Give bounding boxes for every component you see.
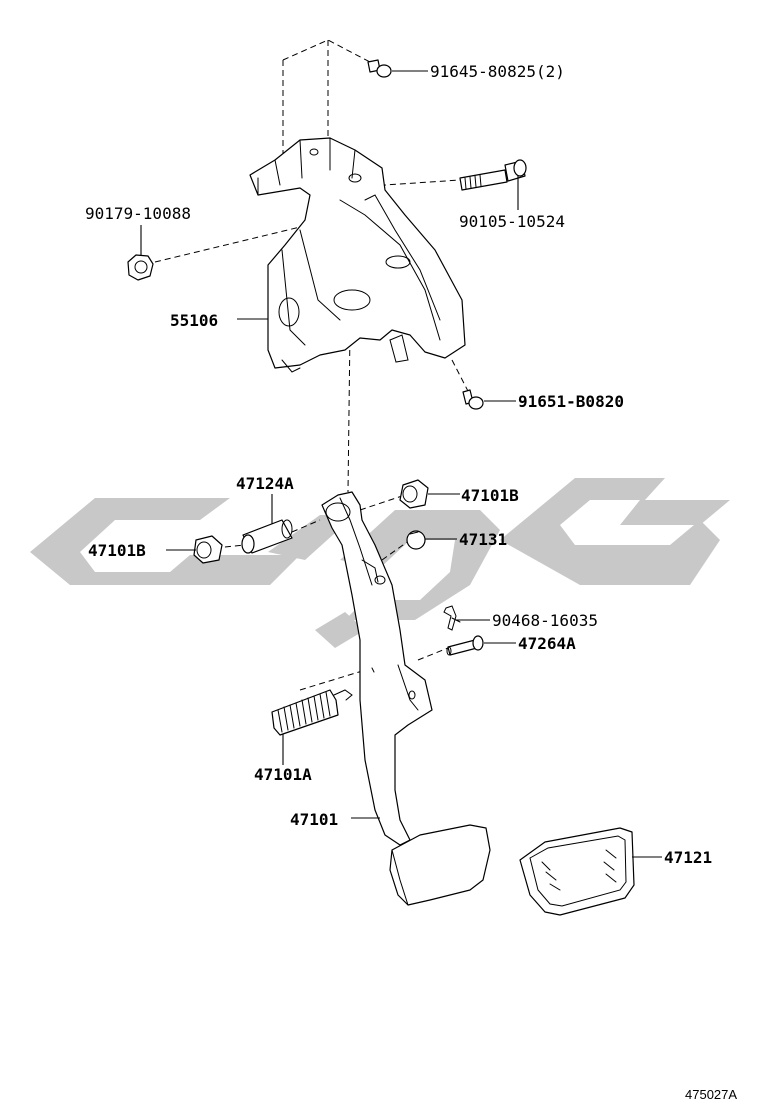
assembly-guide-lines xyxy=(154,39,471,691)
label-long-bolt[interactable]: 90105-10524 xyxy=(459,212,565,231)
nut-left[interactable] xyxy=(127,254,154,281)
label-bolt-lower[interactable]: 91651-B0820 xyxy=(518,392,624,411)
label-nut-left[interactable]: 90179-10088 xyxy=(85,204,191,223)
label-pedal-arm[interactable]: 47101 xyxy=(290,810,338,829)
label-bushing-left[interactable]: 47101B xyxy=(88,541,146,560)
return-spring[interactable] xyxy=(271,689,353,736)
pedal-pipe[interactable] xyxy=(241,519,293,554)
long-bolt[interactable] xyxy=(459,159,527,191)
pedal-arm xyxy=(321,491,433,846)
pedal-foot-plate xyxy=(389,824,491,906)
flange-bolt-lower[interactable] xyxy=(462,389,484,410)
label-bushing-right[interactable]: 47101B xyxy=(461,486,519,505)
diagram-code: 475027A xyxy=(685,1087,737,1102)
flange-bolt-top[interactable] xyxy=(367,59,392,78)
pin-clip[interactable] xyxy=(443,605,461,631)
label-pipe[interactable]: 47124A xyxy=(236,474,294,493)
pedal-bracket xyxy=(249,137,466,373)
bushing-right[interactable] xyxy=(399,479,429,509)
watermark-logo xyxy=(30,478,730,648)
label-bolt-top[interactable]: 91645-80825(2) xyxy=(430,62,565,81)
pedal-pad-rubber[interactable] xyxy=(519,827,635,916)
bushing-left[interactable] xyxy=(193,535,223,564)
label-spring[interactable]: 47101A xyxy=(254,765,312,784)
label-stopper[interactable]: 47131 xyxy=(459,530,507,549)
part-labels: 91645-80825(2) 90105-10524 90179-10088 5… xyxy=(85,62,712,867)
label-bracket[interactable]: 55106 xyxy=(170,311,218,330)
clevis-pin[interactable] xyxy=(446,635,484,656)
leader-lines xyxy=(140,70,662,858)
pedal-stopper[interactable] xyxy=(406,530,426,550)
label-clip[interactable]: 90468-16035 xyxy=(492,611,598,630)
label-pedal-pad[interactable]: 47121 xyxy=(664,848,712,867)
label-pin[interactable]: 47264A xyxy=(518,634,576,653)
